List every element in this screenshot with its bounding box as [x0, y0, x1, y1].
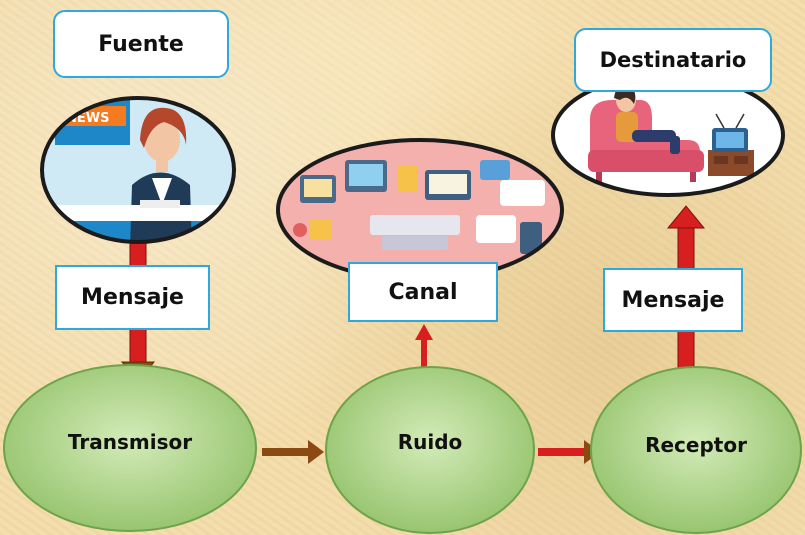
receiver-label: Receptor [645, 433, 747, 457]
news-anchor-illustration: NEWS [40, 96, 236, 244]
channel-label-box: Canal [348, 262, 498, 322]
destination-label-box: Destinatario [574, 28, 772, 92]
noise-label: Ruido [397, 430, 463, 454]
noise-node [325, 366, 535, 534]
arrow-noise-to-channel [415, 324, 433, 370]
message-left-label: Mensaje [81, 285, 184, 310]
channel-devices-illustration [276, 138, 564, 282]
viewer-sofa-illustration [551, 73, 785, 197]
arrow-transmitter-to-noise [262, 440, 324, 464]
message-left-label-box: Mensaje [55, 265, 210, 330]
transmitter-node [3, 364, 257, 532]
source-label: Fuente [98, 31, 184, 57]
receiver-node [590, 366, 802, 534]
destination-label: Destinatario [599, 48, 747, 72]
message-right-label-box: Mensaje [603, 268, 743, 332]
source-label-box: Fuente [53, 10, 229, 78]
channel-label: Canal [388, 279, 458, 305]
transmitter-label: Transmisor [67, 430, 193, 454]
message-right-label: Mensaje [621, 287, 725, 313]
